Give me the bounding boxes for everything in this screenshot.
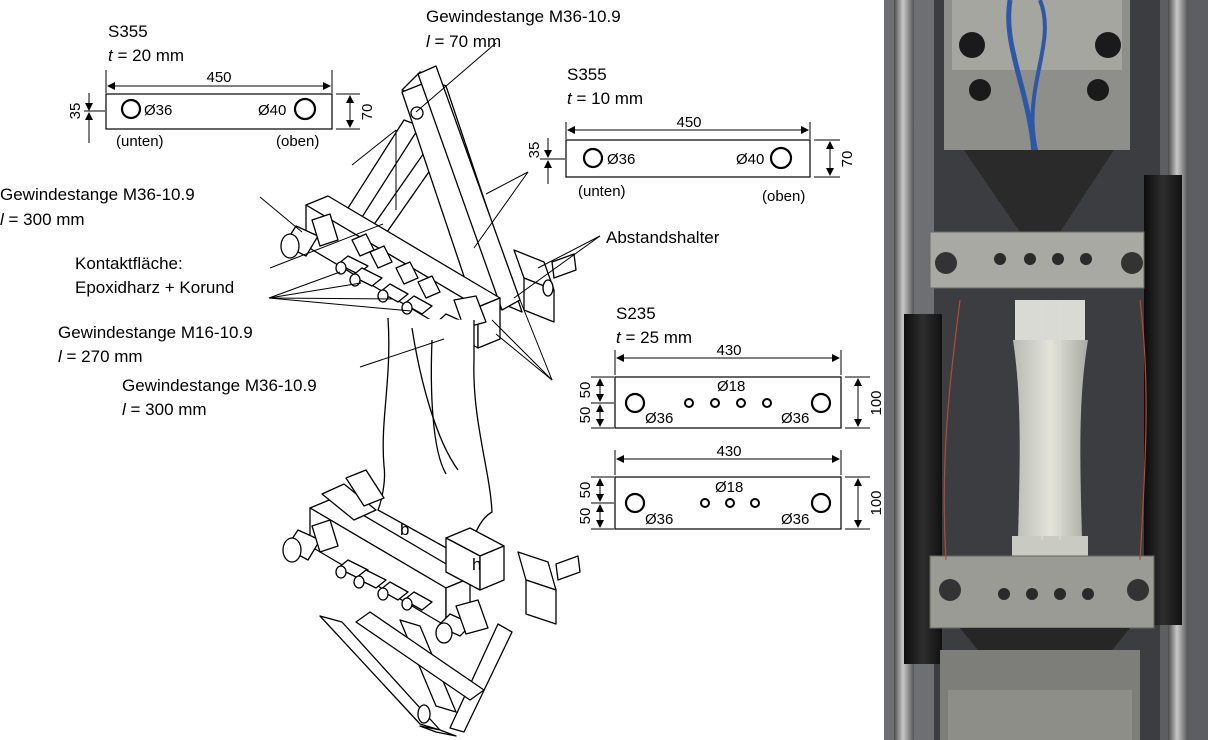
plate-s235-a-hole-small-4: [762, 398, 772, 408]
lower-frame-pin: [417, 704, 431, 724]
plate-s355-10-thickness: t = 10 mm: [567, 89, 643, 108]
plate-s355-20-thickness: t = 20 mm: [108, 46, 184, 65]
plate-s235-b-hole-small-label: Ø18: [715, 479, 743, 496]
plate-s355-20-hole-lower-label: Ø36: [144, 102, 172, 119]
photo-specimen: [1013, 340, 1088, 540]
plate-s235-b-hole-right: [810, 492, 832, 514]
lower-rod-m36-left-end: [282, 537, 302, 563]
plate-s235-a-hole-right-label: Ø36: [781, 410, 809, 427]
plate-s355-20-hole-upper: [293, 97, 317, 121]
plate-s235-b-hole-small-1: [700, 498, 710, 508]
plate-s355-20-lower-note: (unten): [116, 133, 164, 150]
plate-s235-a-length: 430: [716, 342, 741, 359]
plate-s355-20-height: 70: [359, 104, 376, 121]
plate-s235-a-hole-small-3: [736, 398, 746, 408]
plate-s235-a-hole-small-1: [684, 398, 694, 408]
lower-spacer-block: [525, 579, 557, 625]
plate-s355-20-drawing: S355 t = 20 mm 450 Ø36 Ø40 35 70 (unten)…: [67, 22, 376, 150]
callout-rod-top-length: l = 70 mm: [426, 32, 501, 51]
plate-s235-a-thickness: t = 25 mm: [616, 328, 692, 347]
plate-s355-10-hole-upper: [769, 146, 793, 170]
callout-contact-surface-1: Kontaktfläche:: [75, 254, 183, 273]
plate-s235-a-hole-left: [624, 392, 646, 414]
plate-s235-b-edge-top: 50: [577, 482, 594, 499]
plate-s235-a-edge-bottom: 50: [577, 407, 594, 424]
plate-s355-20-edge: 35: [67, 103, 84, 120]
callout-spacer: Abstandshalter: [606, 228, 720, 247]
callout-rod-mid-name: Gewindestange M36-10.9: [122, 376, 317, 395]
plate-s235-b-length: 430: [716, 443, 741, 460]
plate-s235-b-hole-left: [624, 492, 646, 514]
leader-lines: [259, 42, 601, 381]
plate-s235-a-height: 100: [868, 390, 885, 415]
dimension-b-label: b: [400, 520, 409, 539]
plate-s355-10-outline: [565, 139, 811, 178]
callout-contact-surface-2: Epoxidharz + Korund: [75, 278, 234, 297]
plate-s355-20-hole-upper-label: Ø40: [258, 102, 286, 119]
upper-rod-m36-left-end: [280, 233, 300, 259]
photo-lower-clamp-plate: [929, 555, 1155, 629]
plate-s355-10-hole-lower: [582, 147, 604, 169]
plate-s235-b-hole-left-label: Ø36: [645, 511, 673, 528]
plate-s355-20-grade: S355: [108, 22, 148, 41]
plate-s355-10-grade: S355: [567, 65, 607, 84]
plate-s355-10-height: 70: [839, 151, 856, 168]
lower-rods-m16: [335, 559, 433, 611]
lower-rod-m36-right-end: [435, 622, 453, 644]
dimension-h-label: h: [472, 555, 481, 574]
plate-s235-a-outline: [614, 376, 842, 429]
callout-rod-left-name: Gewindestange M36-10.9: [0, 185, 195, 204]
plate-s235-b-hole-right-label: Ø36: [781, 511, 809, 528]
callout-texts: Gewindestange M36-10.9 l = 70 mm Gewinde…: [0, 7, 720, 419]
plate-s235-b-edge-bottom: 50: [577, 508, 594, 525]
plate-s235-b-outline: [614, 476, 842, 530]
plate-s355-10-length: 450: [676, 114, 701, 131]
plate-s355-10-edge: 35: [526, 142, 543, 159]
plate-s355-10-hole-upper-label: Ø40: [736, 151, 764, 168]
plate-s355-20-hole-lower: [120, 98, 142, 120]
plate-s235-b-drawing: 430 Ø18 Ø36 Ø36 50 50 100: [577, 443, 885, 530]
test-setup-photo: [884, 0, 1208, 740]
test-rig-isometric: b h: [280, 65, 581, 737]
plate-s235-b-height: 100: [868, 490, 885, 515]
callout-rod-m16-name: Gewindestange M16-10.9: [58, 323, 253, 342]
upper-rods-m16: [335, 233, 441, 315]
callout-rod-mid-length: l = 300 mm: [122, 400, 207, 419]
photo-upper-clamp-plate: [929, 231, 1145, 289]
plate-s235-a-hole-small-label: Ø18: [717, 378, 745, 395]
callout-rod-top-name: Gewindestange M36-10.9: [426, 7, 621, 26]
plate-s235-a-grade: S235: [616, 304, 656, 323]
callout-rod-left-length: l = 300 mm: [0, 210, 85, 229]
plate-s235-a-edge-top: 50: [577, 382, 594, 399]
plate-s235-a-hole-small-2: [710, 398, 720, 408]
plate-s235-a-drawing: S235 t = 25 mm 430 Ø18 Ø36 Ø36 50 50 100: [577, 304, 885, 429]
callout-rod-m16-length: l = 270 mm: [58, 347, 143, 366]
plate-s235-b-hole-small-3: [750, 498, 760, 508]
plate-s235-a-hole-left-label: Ø36: [645, 410, 673, 427]
plate-s355-10-hole-lower-label: Ø36: [607, 151, 635, 168]
plate-s355-20-upper-note: (oben): [276, 133, 319, 150]
plate-s355-10-drawing: S355 t = 10 mm 450 Ø36 Ø40 35 70 (unten)…: [526, 65, 856, 205]
photo-sleeve-right: [1144, 175, 1182, 625]
plate-s355-10-lower-note: (unten): [578, 183, 626, 200]
plate-s355-10-upper-note: (oben): [762, 188, 805, 205]
plate-s355-20-length: 450: [206, 69, 231, 86]
plate-s235-b-hole-small-2: [725, 498, 735, 508]
upper-frame-pin: [410, 106, 424, 120]
plate-s235-a-hole-right: [810, 392, 832, 414]
